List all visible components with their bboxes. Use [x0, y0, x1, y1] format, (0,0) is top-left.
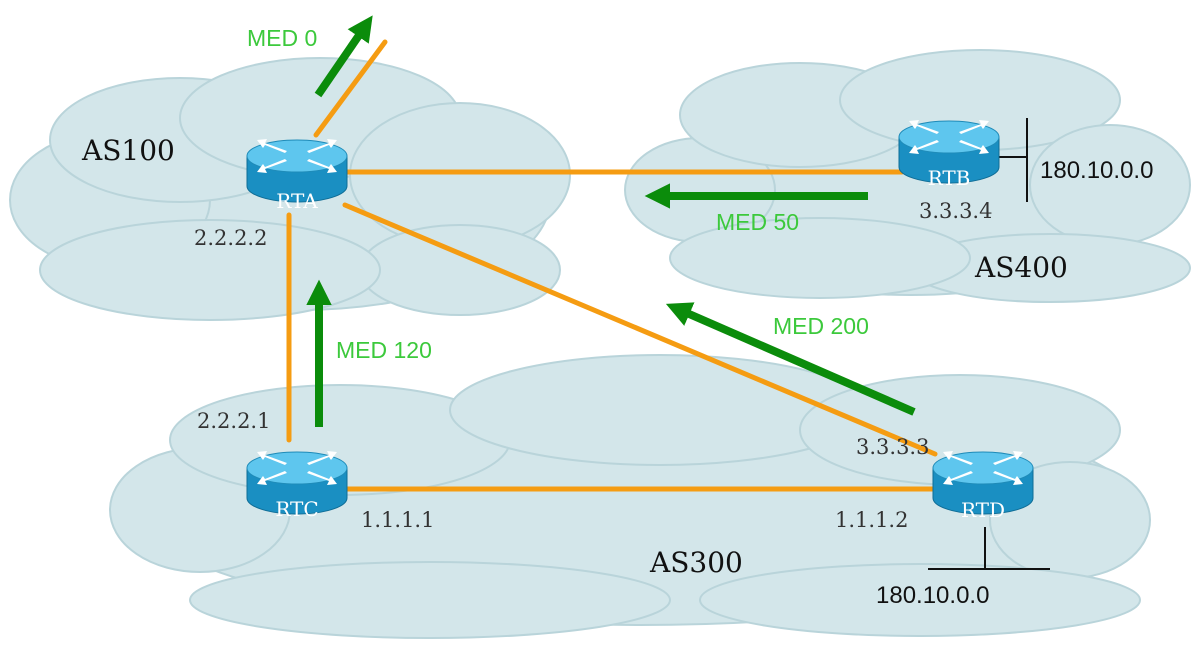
as100-label: AS100 [81, 134, 175, 167]
med-200-label: MED 200 [773, 313, 869, 339]
router-rta-name: RTA [276, 189, 318, 213]
router-rtc-name: RTC [275, 497, 318, 521]
rtb-network-label: 180.10.0.0 [1040, 157, 1153, 184]
as400-label: AS400 [974, 251, 1068, 284]
rta-ip-label: 2.2.2.2 [194, 226, 267, 250]
med-50-label: MED 50 [716, 209, 799, 235]
router-rtb-name: RTB [928, 166, 971, 190]
rtd-network-label: 180.10.0.0 [876, 582, 989, 609]
med-0-label: MED 0 [247, 25, 317, 51]
rtb-ip-label: 3.3.3.4 [919, 199, 992, 223]
rtc-right-ip-label: 1.1.1.1 [361, 508, 434, 532]
med-120-label: MED 120 [336, 337, 432, 363]
rtc-up-ip-label: 2.2.2.1 [197, 409, 270, 433]
rtd-left-ip-label: 1.1.1.2 [835, 508, 908, 532]
router-rtd-name: RTD [961, 498, 1005, 522]
rtd-up-ip-label: 3.3.3.3 [856, 435, 929, 459]
as300-label: AS300 [649, 546, 743, 579]
